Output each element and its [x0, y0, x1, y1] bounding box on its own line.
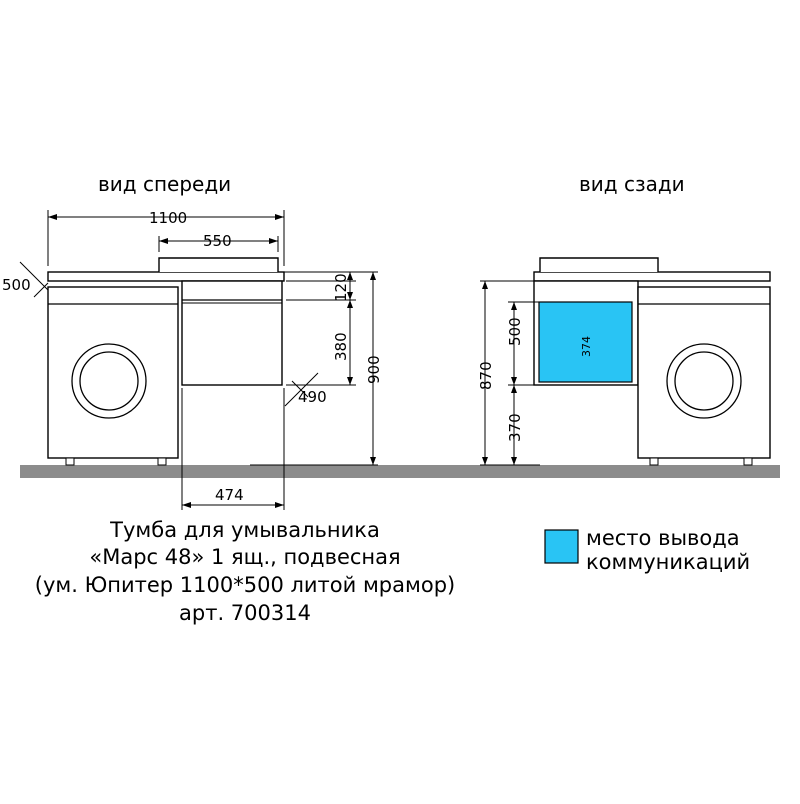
dim-490-diagonal: [284, 372, 319, 407]
communications-opening: [538, 301, 633, 383]
caption-line-1: Тумба для умывальника: [109, 518, 380, 542]
legend: место вывода коммуникаций: [544, 526, 750, 574]
washer-back-door-outer: [666, 343, 742, 419]
dim-374-label: 374: [580, 336, 593, 357]
washer-back-foot-right: [743, 457, 753, 466]
basin-back: [539, 257, 659, 272]
dim-490-tick: [291, 380, 309, 398]
dim-500b-label: 500: [506, 317, 524, 346]
washing-machine-back: [637, 286, 771, 459]
dim-550-label: 550: [203, 232, 232, 250]
floor-line: [20, 465, 780, 478]
washing-machine-front: [47, 286, 179, 459]
basin-front: [158, 257, 279, 272]
legend-line-2: коммуникаций: [586, 550, 750, 574]
caption: Тумба для умывальника «Марс 48» 1 ящ., п…: [35, 518, 455, 625]
front-view: 1100 550 500 120 380 900 490 474: [2, 209, 383, 510]
dim-474-label: 474: [215, 486, 244, 504]
back-view-title: вид сзади: [579, 172, 685, 196]
dim-1100-label: 1100: [149, 209, 187, 227]
washer-back-door-inner: [674, 351, 734, 411]
caption-line-4: арт. 700314: [179, 601, 311, 625]
dim-500-diagonal: [19, 261, 49, 291]
caption-line-2: «Марс 48» 1 ящ., подвесная: [89, 545, 400, 569]
countertop-back: [533, 271, 771, 282]
dim-120-label: 120: [332, 273, 350, 302]
dim-900-label: 900: [365, 355, 383, 384]
dim-500b-370-arrows: [511, 302, 517, 465]
dim-380-label: 380: [332, 332, 350, 361]
dim-490-label: 490: [298, 388, 327, 406]
countertop-front: [47, 271, 285, 282]
back-view: 374 870 500 370: [477, 257, 771, 466]
washer-door-inner: [79, 351, 139, 411]
dim-120-380-arrows: [347, 272, 353, 385]
legend-swatch: [544, 529, 579, 564]
dim-500-label: 500: [2, 276, 31, 294]
caption-line-3: (ум. Юпитер 1100*500 литой мрамор): [35, 573, 455, 597]
washer-back-foot-left: [649, 457, 659, 466]
drawer-cabinet-front: [181, 280, 283, 386]
legend-line-1: место вывода: [586, 526, 740, 550]
dim-500-tick: [33, 282, 49, 298]
washer-door-outer: [71, 343, 147, 419]
front-view-title: вид спереди: [98, 172, 231, 196]
washer-foot-left: [65, 457, 75, 466]
dim-370-label: 370: [506, 413, 524, 442]
washer-foot-right: [157, 457, 167, 466]
dim-870-label: 870: [477, 361, 495, 390]
